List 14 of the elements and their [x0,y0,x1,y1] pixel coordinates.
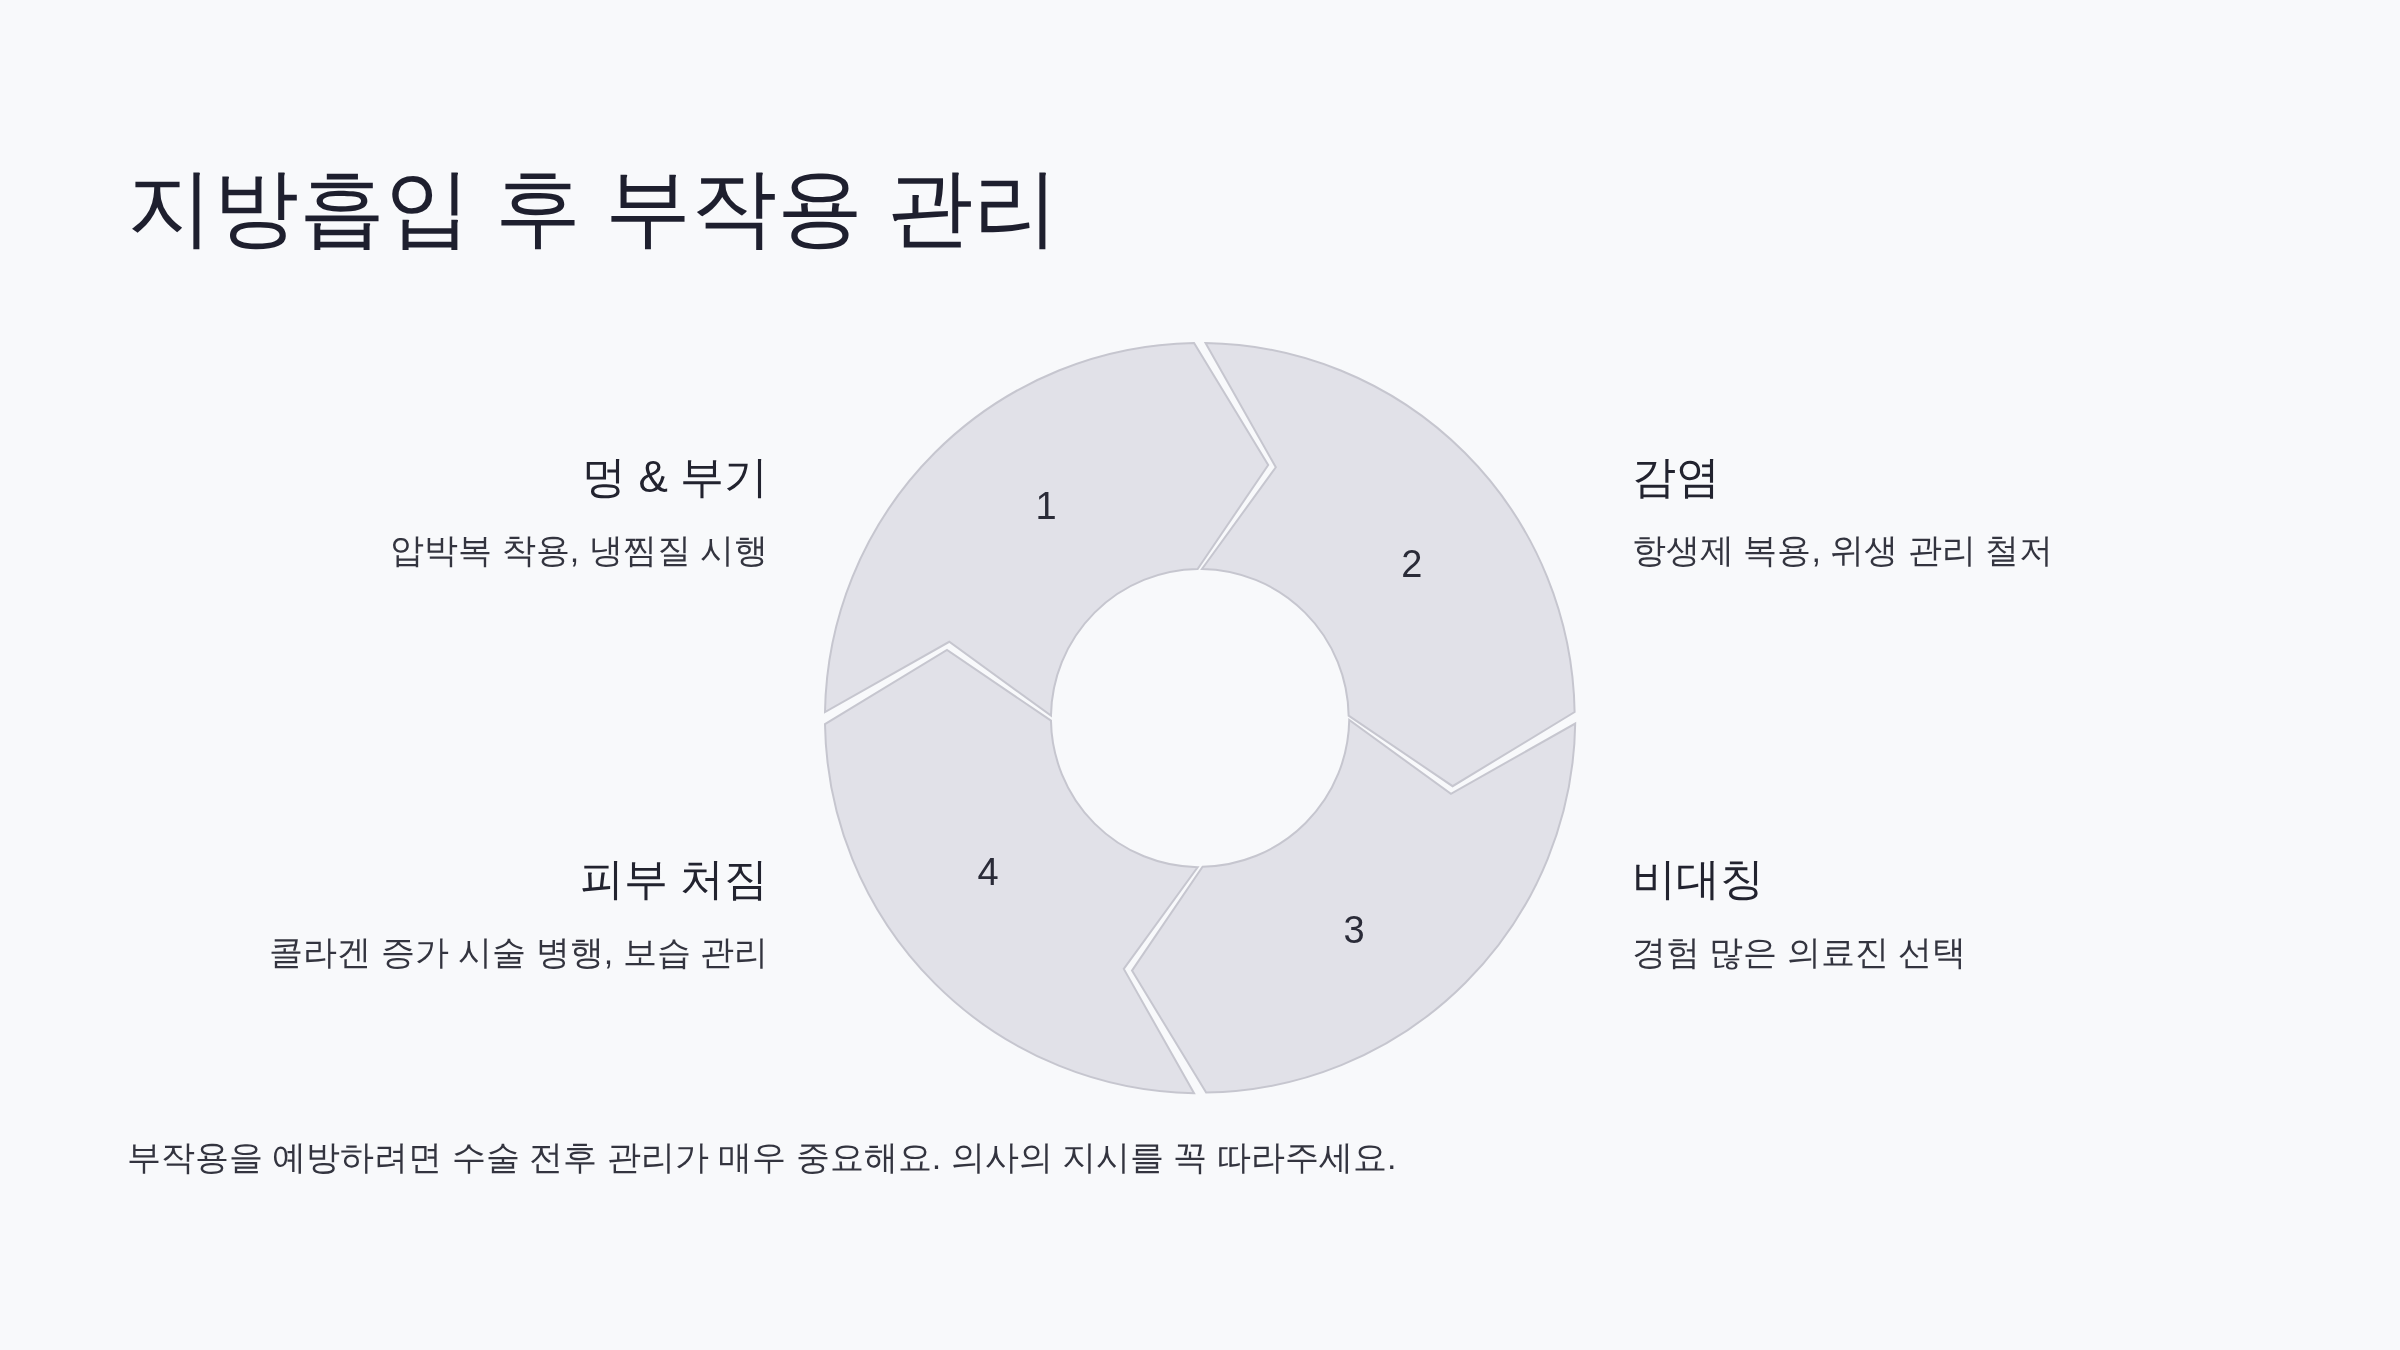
step-number: 2 [1401,542,1423,586]
step-number: 3 [1343,908,1365,952]
item-description: 경험 많은 의료진 선택 [1632,932,1967,973]
item-description: 항생제 복용, 위생 관리 철저 [1632,530,2054,571]
item-description: 콜라겐 증가 시술 병행, 보습 관리 [269,932,768,973]
item-heading: 감염 [1632,451,1720,503]
item-heading: 비대칭 [1632,853,1764,905]
item-description: 압박복 착용, 냉찜질 시행 [390,530,768,571]
item-heading: 피부 처짐 [579,853,768,905]
title: 지방흡입 후 부작용 관리 [127,158,1059,257]
caption: 부작용을 예방하려면 수술 전후 관리가 매우 중요해요. 의사의 지시를 꼭 따라주세요. [127,1137,1397,1178]
step-number: 1 [1035,484,1057,528]
step-number: 4 [977,850,999,894]
item-heading: 멍 & 부기 [582,451,768,503]
